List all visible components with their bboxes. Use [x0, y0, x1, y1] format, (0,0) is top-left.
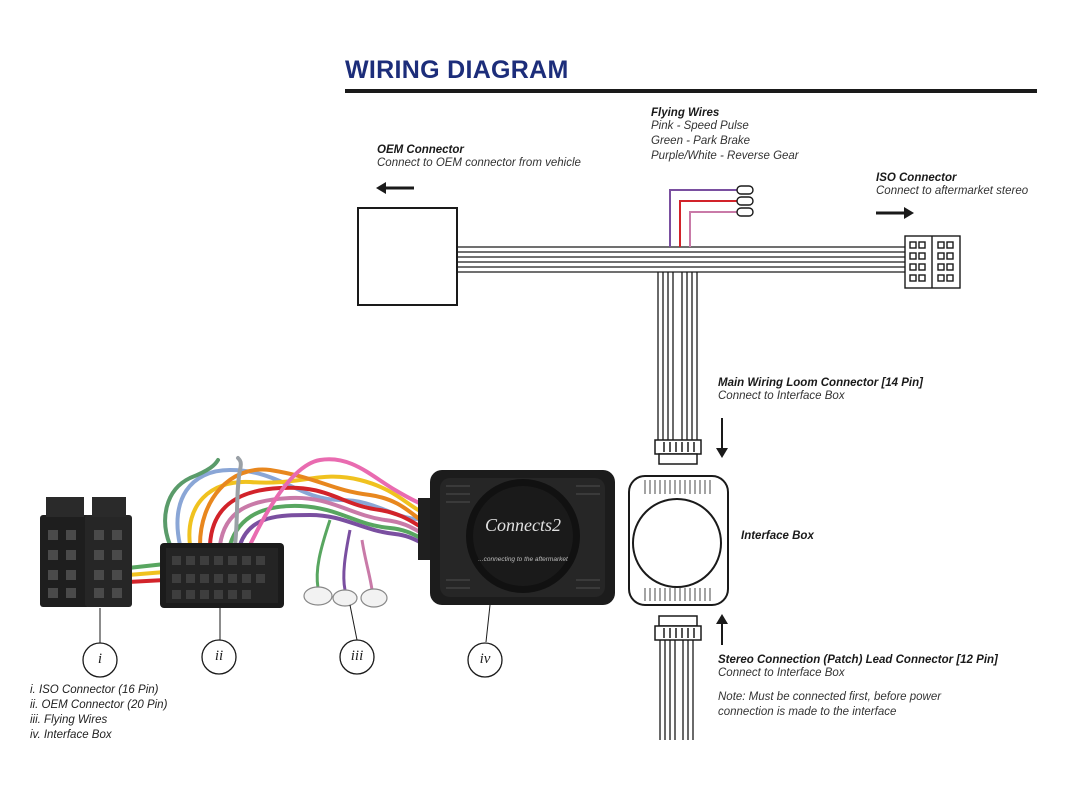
- interface-box-photo-ribs: [446, 485, 600, 589]
- iso-connector-heading: ISO Connector: [876, 172, 957, 184]
- flying-wire-line-pink: Pink - Speed Pulse: [651, 120, 749, 132]
- page-title: WIRING DIAGRAM: [345, 56, 569, 84]
- stereo-lead-heading: Stereo Connection (Patch) Lead Connector…: [718, 654, 998, 666]
- flying-wire-terminals: [736, 185, 754, 217]
- arrow-down-icon: [716, 418, 728, 458]
- product-logo: Connects2: [485, 515, 561, 535]
- callout-leaders: [99, 604, 491, 643]
- flying-wire-leads: [315, 519, 374, 591]
- iso-connector-block: [904, 235, 961, 289]
- legend-item-flying-wires: iii. Flying Wires: [30, 714, 108, 726]
- arrow-left-icon: [376, 182, 414, 194]
- oem-connector-label: OEM Connector Connect to OEM connector f…: [377, 144, 581, 171]
- legend-item-iso: i. ISO Connector (16 Pin): [30, 684, 159, 696]
- oem-connector-pins: [172, 556, 265, 599]
- stereo-lead-connector: [654, 615, 702, 641]
- callout-circles: [82, 639, 503, 678]
- iso-connector-label: ISO Connector Connect to aftermarket ste…: [876, 172, 1028, 199]
- interface-box-label: Interface Box: [741, 530, 814, 542]
- main-loom-connector: [654, 439, 702, 465]
- flying-wires-label: Flying Wires Pink - Speed Pulse Green - …: [651, 107, 799, 164]
- main-harness-horizontal: [457, 246, 906, 273]
- iso-connector-desc: Connect to aftermarket stereo: [876, 185, 1029, 197]
- stereo-lead-note-1: Note: Must be connected first, before po…: [718, 691, 942, 703]
- callout-iv: iv: [479, 651, 491, 667]
- flying-wires-heading: Flying Wires: [651, 107, 720, 119]
- interface-box-photo: [418, 470, 615, 605]
- oem-connector-desc: Connect to OEM connector from vehicle: [377, 157, 581, 169]
- flying-wires: [669, 189, 738, 247]
- stereo-lead-wires: [659, 640, 694, 740]
- title-underline: [345, 89, 1037, 93]
- legend: i. ISO Connector (16 Pin) ii. OEM Connec…: [30, 683, 167, 743]
- iso-lead-wires: [127, 562, 166, 584]
- main-loom-vertical: [657, 272, 698, 440]
- oem-connector-heading: OEM Connector: [377, 144, 464, 156]
- interface-box-schematic: [628, 475, 729, 606]
- stereo-lead-desc: Connect to Interface Box: [718, 667, 845, 679]
- iso-connector-pins: [48, 530, 122, 598]
- interface-box-ribs: [644, 480, 711, 601]
- main-loom-desc: Connect to Interface Box: [718, 390, 845, 402]
- arrow-right-icon: [876, 207, 914, 219]
- harness-wire-bundle: [163, 456, 432, 548]
- legend-item-oem: ii. OEM Connector (20 Pin): [30, 699, 168, 711]
- callout-ii: ii: [214, 648, 224, 664]
- main-loom-heading: Main Wiring Loom Connector [14 Pin]: [718, 377, 923, 389]
- bullet-terminals: [303, 586, 388, 608]
- oem-connector-box: [357, 207, 458, 306]
- arrow-up-icon: [716, 614, 728, 645]
- main-loom-label: Main Wiring Loom Connector [14 Pin] Conn…: [718, 377, 923, 404]
- stereo-lead-note-2: connection is made to the interface: [718, 706, 897, 718]
- legend-item-interface-box: iv. Interface Box: [30, 729, 112, 741]
- flying-wire-line-purple: Purple/White - Reverse Gear: [651, 150, 799, 162]
- stereo-lead-label: Stereo Connection (Patch) Lead Connector…: [718, 654, 998, 720]
- product-tagline: ...connecting to the aftermarket: [478, 556, 569, 563]
- callout-iii: iii: [350, 648, 364, 664]
- callout-i: i: [97, 651, 103, 667]
- flying-wire-line-green: Green - Park Brake: [651, 135, 751, 147]
